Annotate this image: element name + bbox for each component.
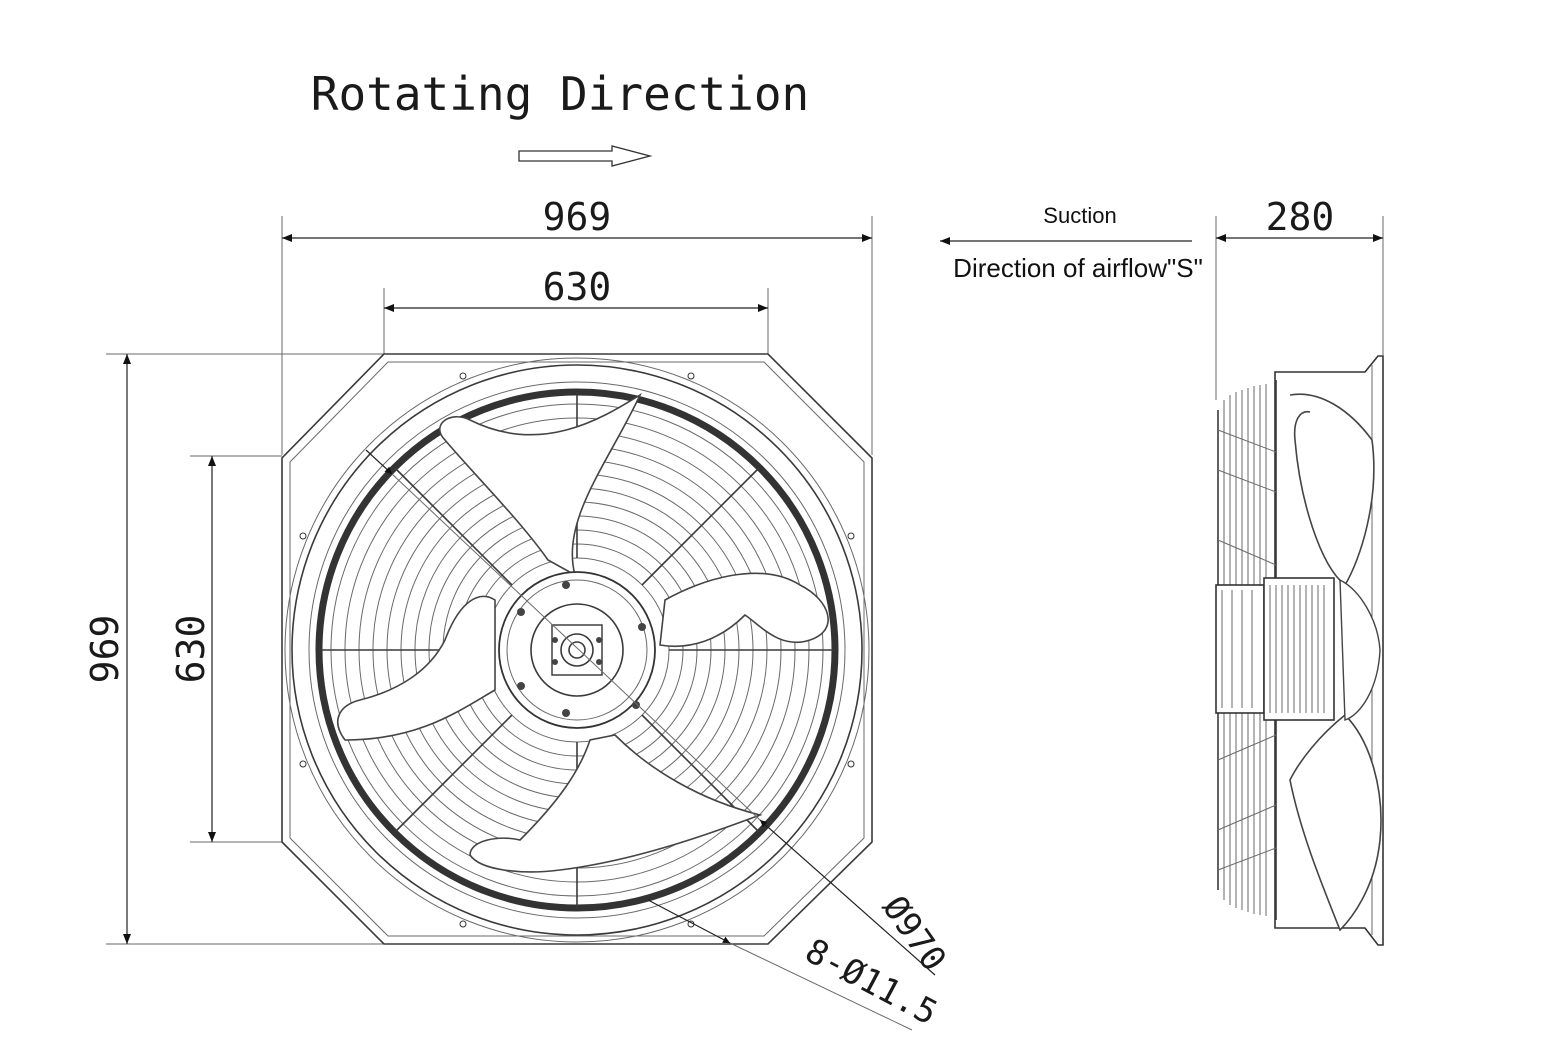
mounting-plate — [281, 353, 873, 945]
dimension-depth-280: 280 — [1216, 195, 1383, 242]
dimension-height-969: 969 — [83, 354, 131, 944]
dimension-width-630: 630 — [384, 265, 768, 312]
diameter-leader: Ø970 — [365, 449, 954, 979]
svg-text:280: 280 — [1266, 195, 1335, 239]
side-blades — [1289, 393, 1382, 932]
side-view: 280 — [1215, 195, 1384, 946]
motor-hub — [498, 571, 656, 729]
svg-text:969: 969 — [543, 195, 612, 239]
rotating-direction-title: Rotating Direction — [311, 67, 810, 121]
airflow-label: Direction of airflow"S" — [953, 253, 1203, 283]
dimension-height-630: 630 — [169, 456, 216, 842]
rotating-direction-arrow-icon — [518, 145, 653, 167]
venturi-outer-ring — [284, 357, 870, 943]
svg-text:630: 630 — [543, 265, 612, 309]
svg-text:969: 969 — [83, 615, 127, 684]
mounting-holes — [299, 372, 855, 928]
fan-blades — [337, 392, 829, 873]
suction-label: Suction — [1043, 203, 1116, 228]
side-motor — [1215, 577, 1335, 721]
airflow-direction: Suction Direction of airflow"S" — [940, 203, 1203, 283]
dimension-width-969: 969 — [282, 195, 872, 242]
svg-text:630: 630 — [169, 615, 213, 684]
svg-text:Ø970: Ø970 — [874, 889, 954, 979]
front-view: 969 630 969 630 — [83, 195, 954, 1034]
